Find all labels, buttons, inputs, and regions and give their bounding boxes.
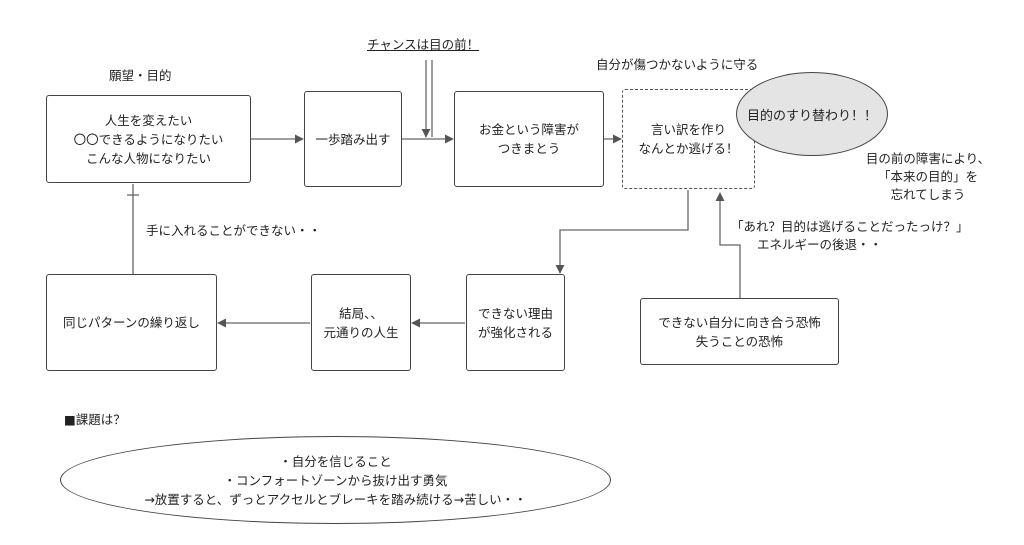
repeat-pattern-line-1: 同じパターンの繰り返し <box>63 315 200 330</box>
issue-heading: ■課題は？ <box>64 412 126 427</box>
issue-item-2: ・コンフォートゾーンから抜け出す勇気 <box>223 472 448 488</box>
step-forward-line-1: 一歩踏み出す <box>315 131 391 147</box>
wish-goal-label: 願望・目的 <box>109 68 172 83</box>
issue-item-3: →放置すると、ずっとアクセルとブレーキを踏み続ける→苦しい・・ <box>144 491 527 507</box>
money-obstacle-line-1: お金という障害が <box>478 122 579 137</box>
in-the-end-line-2: 元通りの人生 <box>323 324 399 340</box>
money-obstacle-box: お金という障害が つきまとう <box>454 91 604 187</box>
fear-line-2: 失うことの恐怖 <box>695 333 784 349</box>
step-forward-box: 一歩踏み出す <box>304 91 402 187</box>
reason-strengthened-box: できない理由 が強化される <box>466 274 565 371</box>
reason-strengthened-line-2: が強化される <box>477 324 553 340</box>
money-obstacle-line-2: つきまとう <box>497 141 561 156</box>
goal-swap-note-line-2: 「本来の目的」を <box>877 169 978 184</box>
goal-swap-ellipse: 目的のすり替わり！！ <box>736 72 888 156</box>
goal-swap-note: 目の前の障害により、 「本来の目的」を 忘れてしまう <box>838 150 1018 204</box>
in-the-end-line-1: 結局、、 <box>339 305 383 321</box>
life-change-line-3: こんな人物になりたい <box>85 150 211 166</box>
fear-box: できない自分に向き合う恐怖 失うことの恐怖 <box>640 298 839 365</box>
escape-note: 「あれ？目的は逃げることだったっけ？」 エネルギーの後退・・ <box>731 218 969 254</box>
goal-swap-line-1: 目的のすり替わり！！ <box>746 108 877 124</box>
excuse-escape-box: 言い訳を作り なんとか逃げる！ <box>622 89 755 189</box>
life-change-line-2: 〇〇できるようになりたい <box>73 131 224 147</box>
issues-ellipse: ・自分を信じること ・コンフォートゾーンから抜け出す勇気 →放置すると、ずっとア… <box>60 436 611 524</box>
goal-swap-note-line-1: 目の前の障害により、 <box>865 151 991 166</box>
goal-swap-note-line-3: 忘れてしまう <box>890 187 966 202</box>
excuse-escape-line-2: なんとか逃げる！ <box>638 141 739 156</box>
life-change-line-1: 人生を変えたい <box>104 112 193 128</box>
issue-item-1: ・自分を信じること <box>279 453 392 469</box>
repeat-pattern-box: 同じパターンの繰り返し <box>46 274 217 371</box>
fear-line-1: できない自分に向き合う恐怖 <box>658 314 821 330</box>
self-protect-label: 自分が傷つかないように守る <box>596 57 759 72</box>
life-change-box: 人生を変えたい 〇〇できるようになりたい こんな人物になりたい <box>46 95 251 183</box>
escape-note-line-2: エネルギーの後退・・ <box>757 237 883 252</box>
reason-strengthened-line-1: できない理由 <box>477 305 553 321</box>
escape-note-line-1: 「あれ？目的は逃げることだったっけ？」 <box>731 219 969 234</box>
excuse-escape-line-1: 言い訳を作り <box>650 122 726 137</box>
chance-label: チャンスは目の前！ <box>367 37 480 52</box>
arrow-excuse-to-reason <box>555 190 689 274</box>
cannot-get-label: 手に入れることができない・・ <box>146 223 322 238</box>
in-the-end-box: 結局、、 元通りの人生 <box>311 274 411 371</box>
